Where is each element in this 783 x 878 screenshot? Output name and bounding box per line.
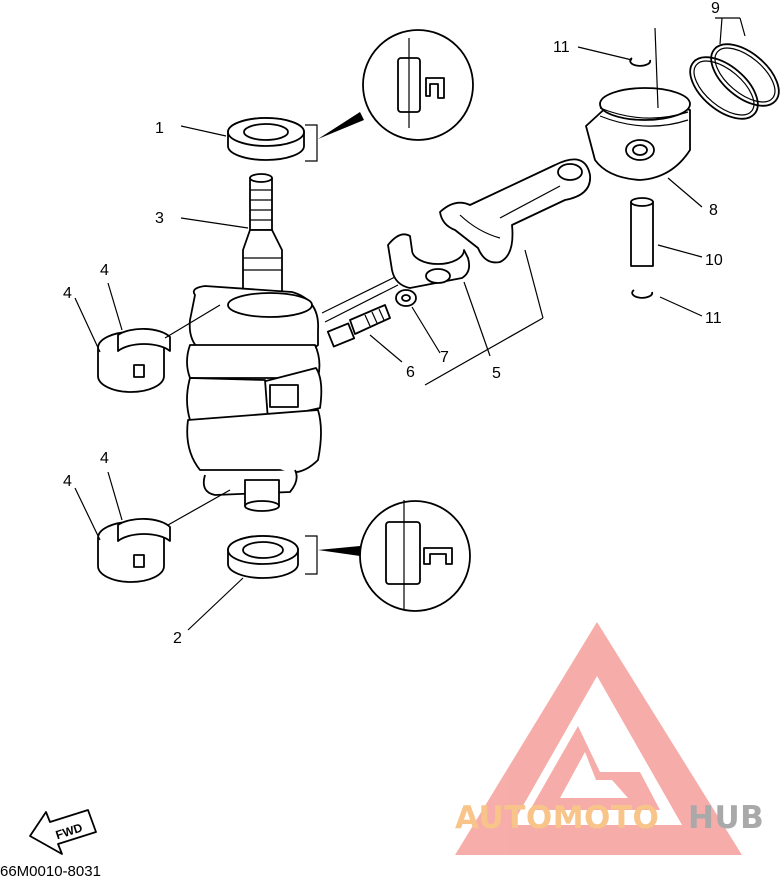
callout-5: 5 — [492, 365, 501, 382]
watermark-logo — [455, 622, 742, 855]
oil-seal-bottom — [227, 535, 299, 579]
piston — [585, 87, 691, 181]
callout-labels: 1 2 3 4 4 4 4 5 6 7 8 9 10 11 11 — [63, 0, 723, 647]
leader-lines — [74, 17, 746, 631]
watermark-text: AUTOMOTO HUB — [455, 800, 764, 836]
fwd-arrow: FWD — [29, 809, 97, 855]
oil-seal-top — [227, 117, 305, 161]
watermark-text-hub: HUB — [688, 800, 764, 836]
callout-9: 9 — [711, 0, 720, 17]
callout-4-upper-left: 4 — [63, 285, 72, 302]
callout-1: 1 — [155, 120, 164, 137]
callout-6: 6 — [406, 364, 415, 381]
bolt — [326, 304, 391, 348]
piston-pin-clip-bottom — [631, 289, 654, 299]
callout-10: 10 — [705, 252, 723, 269]
watermark-text-automoto: AUTOMOTO — [455, 800, 659, 836]
callout-4-lower-left: 4 — [63, 473, 72, 490]
washer — [395, 289, 417, 307]
bearing-upper — [97, 328, 171, 393]
part-code: 66M0010-8031 — [0, 863, 101, 878]
callout-4-lower-right: 4 — [100, 450, 109, 467]
callout-4-upper-right: 4 — [100, 262, 109, 279]
bearing-lower — [97, 518, 171, 583]
callout-11-bottom: 11 — [705, 310, 722, 327]
callout-3: 3 — [155, 210, 164, 227]
connecting-rod — [439, 158, 591, 264]
piston-pin — [630, 197, 654, 267]
callout-2: 2 — [173, 630, 182, 647]
piston-rings — [689, 43, 780, 120]
callout-8: 8 — [709, 202, 718, 219]
callout-7: 7 — [440, 349, 449, 366]
connecting-rod-cap — [387, 233, 471, 289]
detail-circle-top — [305, 29, 474, 162]
detail-circle-bottom — [305, 500, 471, 612]
callout-11-top: 11 — [553, 39, 570, 56]
piston-pin-clip-top — [629, 57, 652, 67]
crankshaft — [186, 173, 323, 512]
